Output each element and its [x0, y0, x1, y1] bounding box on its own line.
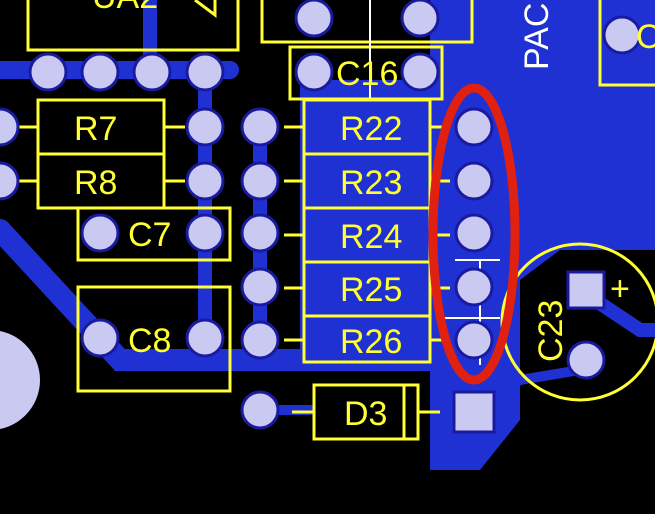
pad: [240, 390, 280, 430]
copper-pour-mid: [300, 80, 430, 360]
pad: [454, 161, 494, 201]
pad: [185, 318, 225, 358]
label-d3: D3: [344, 395, 387, 433]
pad: [454, 267, 494, 307]
label-r23: R23: [340, 164, 402, 202]
label-c16: C16: [336, 55, 398, 93]
square-pad: [566, 270, 606, 310]
pad: [240, 267, 280, 307]
label-r26: R26: [340, 323, 402, 361]
pad: [294, 0, 334, 38]
pad: [80, 213, 120, 253]
pad: [602, 15, 642, 55]
label-r25: R25: [340, 271, 402, 309]
pad: [80, 318, 120, 358]
pad: [185, 161, 225, 201]
pad: [454, 320, 494, 360]
mounting-pad: [0, 331, 40, 429]
label-plus: +: [610, 270, 630, 308]
pad: [240, 107, 280, 147]
label-c8: C8: [128, 322, 171, 360]
pad: [566, 340, 606, 380]
label-ua2: UA2: [92, 0, 158, 16]
pad: [454, 107, 494, 147]
label-r7: R7: [74, 110, 117, 148]
label-r8: R8: [74, 164, 117, 202]
pads: [0, 0, 642, 434]
pad: [80, 52, 120, 92]
label-pac: PAC: [518, 3, 556, 70]
pad: [28, 52, 68, 92]
pad: [400, 52, 440, 92]
pad: [185, 107, 225, 147]
pad: [294, 52, 334, 92]
square-pad: [452, 390, 496, 434]
label-c23: C23: [532, 300, 570, 362]
label-r24: R24: [340, 218, 402, 256]
pad: [0, 161, 20, 201]
pad: [240, 213, 280, 253]
label-c7: C7: [128, 216, 171, 254]
label-c-right: C: [636, 18, 655, 56]
pad: [185, 52, 225, 92]
pad: [185, 213, 225, 253]
pad: [240, 161, 280, 201]
label-r22: R22: [340, 110, 402, 148]
pad: [454, 213, 494, 253]
highlight-ellipse: [428, 83, 520, 385]
pad: [400, 0, 440, 38]
pad: [240, 320, 280, 360]
pad: [0, 107, 20, 147]
pad: [132, 52, 172, 92]
labels: UA2 C16 R7 R8 R22 R23 R24 R25 R26 C7 C8 …: [74, 0, 655, 433]
